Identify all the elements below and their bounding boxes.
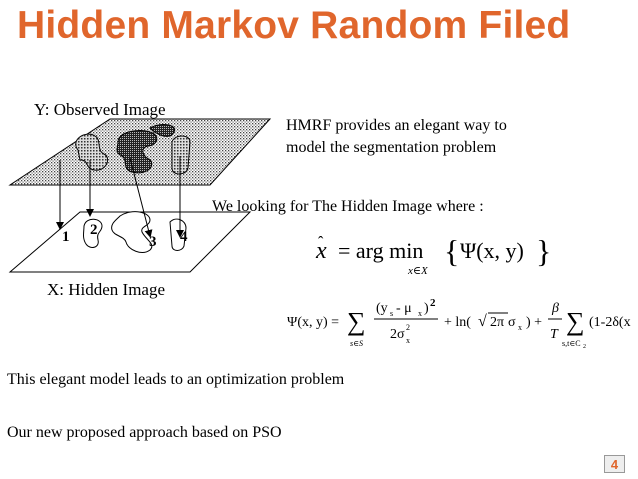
svg-text:2σ: 2σ: [390, 327, 405, 342]
looking-for-text: We looking for The Hidden Image where :: [212, 198, 484, 216]
svg-text:x∈X: x∈X: [407, 265, 429, 277]
svg-text:Ψ(x, y) =: Ψ(x, y) =: [287, 315, 339, 330]
argmin-formula: x ˆ = arg min x∈X { Ψ(x, y) }: [315, 233, 551, 277]
svg-text:2π: 2π: [490, 315, 504, 330]
svg-text:s: s: [390, 309, 393, 318]
svg-text:x: x: [518, 323, 522, 332]
svg-text:): ): [424, 301, 429, 316]
svg-text:= arg min: = arg min: [338, 238, 423, 263]
observed-region-shape: [172, 136, 190, 174]
region-number: 1: [62, 229, 70, 245]
svg-text:- μ: - μ: [396, 301, 412, 316]
region-number: 2: [90, 222, 98, 238]
svg-text:s∈S: s∈S: [350, 339, 363, 348]
bullet-text: This elegant model leads to an optimizat…: [7, 371, 344, 389]
page-number-badge: 4: [604, 455, 625, 473]
svg-text:∑: ∑: [347, 307, 366, 336]
svg-text:}: }: [536, 233, 551, 269]
svg-text:∑: ∑: [566, 307, 585, 336]
hidden-image-label: X: Hidden Image: [47, 280, 165, 300]
svg-text:Ψ(x, y): Ψ(x, y): [460, 238, 524, 263]
svg-text:x: x: [418, 309, 422, 318]
svg-text:{: {: [444, 233, 459, 269]
svg-text:2: 2: [406, 323, 410, 332]
svg-text:σ: σ: [508, 315, 516, 330]
svg-text:ˆ: ˆ: [318, 234, 324, 251]
svg-text:(y: (y: [376, 301, 388, 316]
svg-text:+ ln(: + ln(: [444, 315, 471, 330]
description-line: model the segmentation problem: [286, 137, 507, 159]
svg-text:2: 2: [583, 344, 586, 350]
region-number: 3: [149, 234, 157, 250]
svg-text:√: √: [478, 313, 487, 330]
svg-text:2: 2: [430, 297, 436, 309]
description-text: HMRF provides an elegant way to model th…: [286, 115, 507, 159]
svg-text:x: x: [406, 336, 410, 345]
svg-text:s,t∈C: s,t∈C: [562, 339, 581, 348]
svg-text:β: β: [551, 301, 559, 316]
description-line: HMRF provides an elegant way to: [286, 115, 507, 137]
svg-text:) +: ) +: [526, 315, 542, 330]
svg-text:(1-2δ(x: (1-2δ(x: [589, 315, 631, 330]
bullet-text: Our new proposed approach based on PSO: [7, 424, 282, 442]
region-number: 4: [180, 229, 188, 245]
svg-text:T: T: [550, 327, 559, 342]
